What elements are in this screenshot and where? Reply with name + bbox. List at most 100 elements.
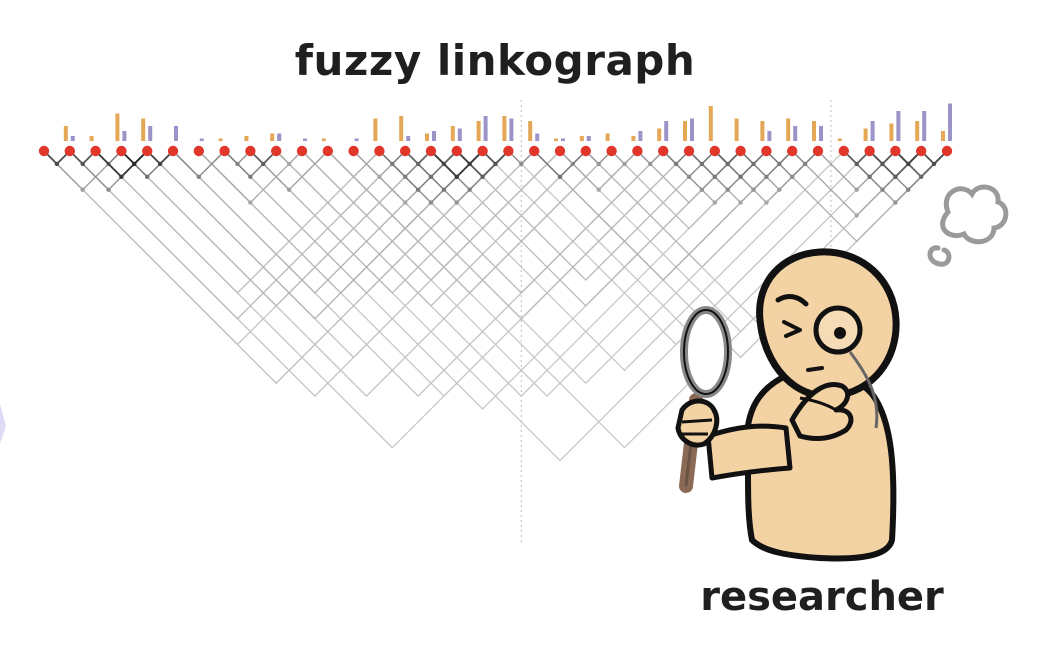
link-joint-34-35 [931,161,937,167]
link-joint-24-25 [673,161,679,167]
link-joint-7-9 [248,174,253,179]
link-joint-30-33 [854,187,859,192]
link-joint-4-5 [157,161,163,167]
backlink-bar-23 [631,136,636,141]
link-joint-26-28 [738,174,743,179]
link-joint-28-30 [790,174,795,179]
move-node-4 [142,145,153,157]
link-24-27 [662,150,742,191]
link-1-20 [69,150,561,398]
link-15-18 [430,150,509,191]
backlink-bar-31 [837,138,842,141]
move-node-22 [606,145,617,157]
forelink-bar-25 [690,118,694,141]
move-node-30 [812,145,824,157]
move-node-19 [529,145,540,157]
move-node-20 [554,145,566,157]
forelink-bar-14 [406,136,411,141]
link-31-34 [843,150,922,191]
backlink-bar-35 [941,131,945,141]
link-8-19 [249,150,535,294]
forelink-bar-1 [70,136,75,141]
link-27-30 [740,150,819,191]
backlink-bar-2 [89,136,94,141]
decorative-stroke [0,404,6,444]
link-joint-31-35 [893,200,898,205]
researcher-caption: researcher [700,574,944,620]
move-node-6 [193,145,204,157]
backlink-bar-33 [889,123,894,141]
link-joint-27-30 [777,187,782,192]
link-joint-33-34 [906,161,911,167]
forelink-bar-32 [870,121,875,141]
link-joint-29-30 [802,161,808,167]
link-joint-24-28 [712,200,717,205]
forelink-bar-3 [122,131,127,141]
backlink-bar-15 [425,133,429,141]
move-node-12 [348,145,359,157]
link-joint-27-29 [764,174,769,179]
strength-bars [63,103,952,141]
backlink-bar-28 [760,121,765,141]
forelink-bar-19 [535,133,540,141]
backlink-bar-26 [708,106,713,141]
link-joint-14-18 [454,200,459,205]
link-joint-32-33 [880,161,885,167]
backlink-bar-21 [579,136,584,141]
move-node-3 [116,145,127,157]
link-joint-14-17 [441,187,447,192]
link-joint-28-29 [777,161,782,167]
backlink-bar-24 [657,128,662,141]
move-node-27 [735,145,746,157]
link-22-28 [611,150,767,230]
link-joint-32-34 [893,174,898,179]
forelink-bar-4 [148,126,153,141]
link-joint-1-2 [80,161,85,167]
link-joint-32-35 [906,187,911,192]
link-joint-15-18 [467,187,472,192]
backlink-bar-7 [218,138,223,141]
forelink-bar-16 [457,128,462,141]
backlink-bar-18 [502,116,507,141]
move-node-16 [451,145,462,157]
link-14-31 [404,150,845,372]
backlink-bar-20 [554,138,558,141]
backlink-bar-25 [683,121,687,141]
link-joint-20-23 [596,187,601,192]
link-joint-26-30 [764,200,769,205]
link-30-33 [817,150,896,191]
link-12-30 [353,150,819,385]
link-joint-31-33 [867,174,872,179]
link-joint-26-29 [751,187,756,192]
forelink-bar-18 [509,118,514,141]
move-node-23 [632,145,643,157]
forelink-bar-12 [354,138,359,141]
move-node-29 [787,145,798,157]
link-joint-13-16 [415,187,421,192]
move-node-11 [322,145,333,157]
link-joint-0-1 [54,161,60,167]
link-10-20 [301,150,561,281]
link-joint-25-27 [712,174,717,179]
move-node-31 [838,145,849,157]
move-node-5 [167,145,179,157]
move-node-18 [503,145,514,157]
backlink-bar-11 [321,138,326,141]
link-joint-3-5 [145,174,150,179]
backlink-bar-9 [270,133,275,141]
move-nodes [38,145,953,157]
link-joint-21-22 [596,161,601,167]
link-joint-25-28 [725,187,730,192]
backlink-bar-32 [863,128,868,141]
forelink-bar-21 [586,136,591,141]
forelink-bar-29 [793,126,798,141]
move-node-32 [864,145,875,157]
link-1-14 [69,150,406,320]
forelink-bar-30 [819,126,823,141]
link-8-11 [249,150,329,191]
link-joint-23-24 [648,161,653,167]
move-node-28 [761,145,772,157]
move-node-9 [271,145,282,157]
link-14-17 [404,150,484,191]
move-node-8 [245,145,256,157]
